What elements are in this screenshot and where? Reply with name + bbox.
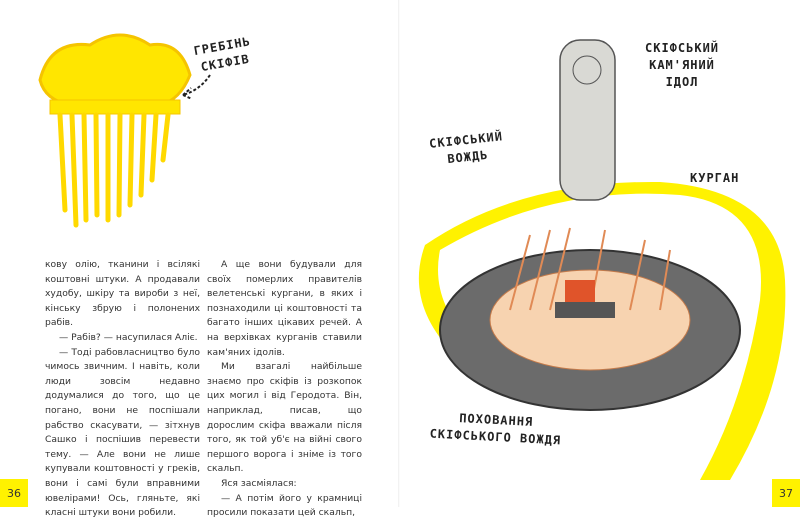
label-line: ІДОЛ (665, 75, 699, 89)
paragraph: — А потім його у крамниці просили показа… (207, 492, 362, 519)
paragraph: А ще вони будували для своїх померлих пр… (207, 259, 362, 358)
text-column-2: А ще вони будували для своїх померлих пр… (207, 258, 362, 521)
text-column-1: кову олію, тканини і всілякі коштовні шт… (45, 258, 200, 521)
burial-label: ПОХОВАННЯ СКІФСЬКОГО ВОЖДЯ (429, 409, 562, 450)
label-line: КАМ'ЯНИЙ (649, 58, 715, 72)
right-page: СКІФСЬКИЙ КАМ'ЯНИЙ ІДОЛ СКІФСЬКИЙ ВОЖДЬ … (400, 0, 800, 507)
paragraph: Ми взагалі найбільше знаємо про скіфів і… (207, 361, 362, 475)
kurgan-illustration (418, 39, 786, 480)
idol-label: СКІФСЬКИЙ КАМ'ЯНИЙ ІДОЛ (645, 40, 719, 91)
kurgan-label: КУРГАН (690, 170, 739, 187)
paragraph: — Тоді рабовласництво було чимось звични… (45, 346, 200, 519)
label-line: КУРГАН (690, 171, 740, 185)
page-number: 37 (772, 479, 800, 507)
paragraph: Яся засміялася: (221, 477, 297, 489)
label-line: СКІФСЬКИЙ (645, 41, 720, 55)
golden-comb-illustration (38, 33, 192, 228)
paragraph: — Рабів? — насупилася Аліє. (59, 331, 198, 343)
left-page: ГРЕБІНЬ СКІФІВ кову олію, тканини і всіл… (0, 0, 400, 518)
arrow-icon (182, 74, 211, 100)
paragraph: кову олію, тканини і всілякі коштовні шт… (45, 259, 200, 329)
page-number: 36 (0, 479, 28, 507)
